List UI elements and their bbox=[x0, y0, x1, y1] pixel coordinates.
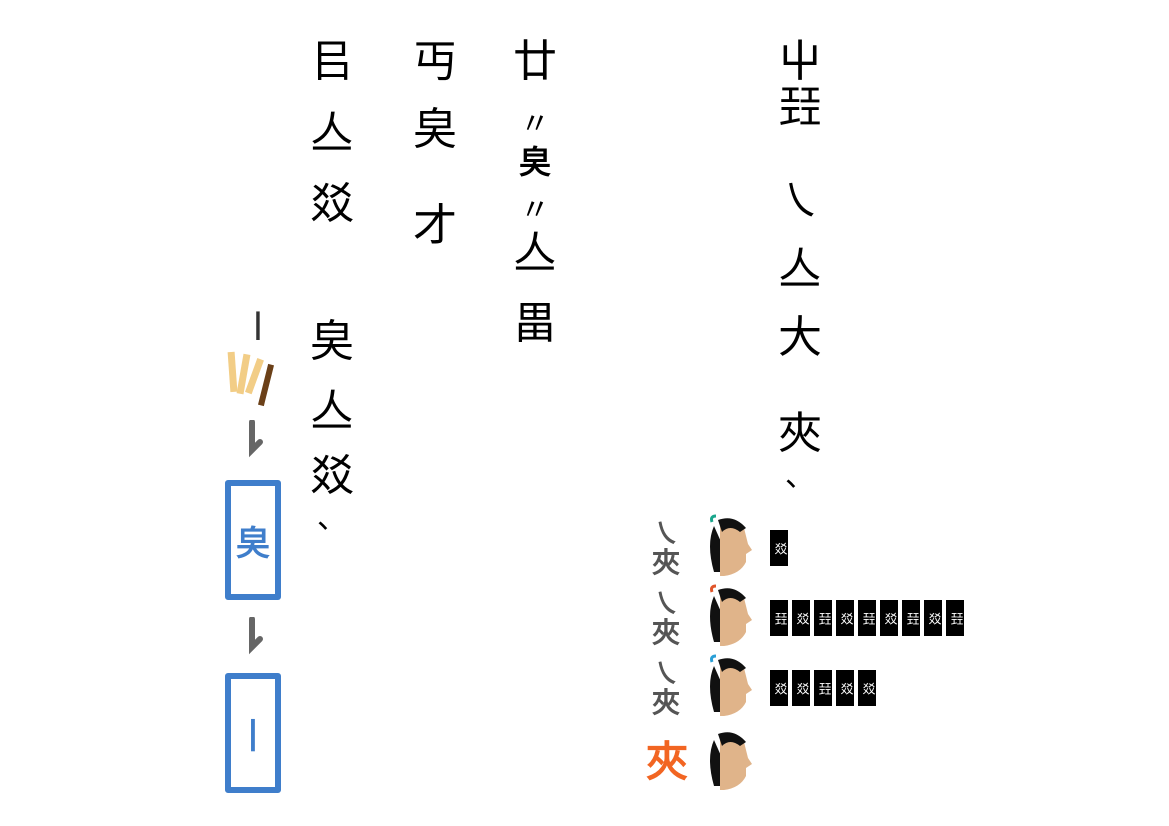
person-head-icon bbox=[700, 654, 756, 722]
glyph: 㠯 bbox=[310, 36, 354, 87]
tally-mark: 㸚 bbox=[858, 670, 876, 706]
glyph: 亼 bbox=[310, 386, 354, 437]
speaker-glyph: 夾 bbox=[651, 686, 680, 719]
text-column-1: 屮 㠭 ㇏ 亼 大 夾 、 bbox=[775, 40, 825, 492]
glyph: 、 bbox=[785, 459, 815, 494]
tally-mark: 㸚 bbox=[792, 670, 810, 706]
text-column-2: 廿 〃 㚖 〃 亼 畕 bbox=[510, 40, 560, 362]
speaker-glyph: ㇏ bbox=[651, 656, 680, 690]
glyph: 亼 bbox=[513, 228, 557, 279]
text-column-4: 㠯 亼 㸚 㚖 亼 㸚 、 bbox=[307, 40, 357, 534]
tally-group: 㸚 bbox=[770, 530, 788, 566]
glyph: 亼 bbox=[310, 108, 354, 159]
speaker-glyph: ㇏ bbox=[651, 516, 680, 550]
flow-box-1: 㚖 bbox=[225, 480, 281, 600]
tally-mark: 㸚 bbox=[792, 600, 810, 636]
dialogue-row-2: ㇏ 夾 㠭 㸚 㠭 㸚 㠭 㸚 㠭 㸚 㠭 bbox=[648, 584, 964, 652]
glyph: 〃 bbox=[520, 193, 550, 228]
glyph: 大 bbox=[778, 312, 822, 363]
speaker-label: ㇏ 夾 bbox=[648, 656, 684, 719]
speaker-label: ㇏ 夾 bbox=[648, 586, 684, 649]
glyph: 畕 bbox=[513, 298, 557, 349]
speaker-glyph: 夾 bbox=[645, 736, 688, 786]
dialogue-row-1: ㇏ 夾 㸚 bbox=[648, 514, 788, 582]
flow-box-2-glyph: 丨 bbox=[236, 716, 270, 757]
glyph: 、 bbox=[317, 501, 347, 536]
glyph: 㸚 bbox=[310, 450, 354, 501]
flow-box-1-glyph: 㚖 bbox=[236, 523, 270, 564]
glyph: 廿 bbox=[513, 36, 557, 87]
glyph: ㇏ bbox=[778, 176, 822, 227]
tally-group: 㠭 㸚 㠭 㸚 㠭 㸚 㠭 㸚 㠭 bbox=[770, 600, 964, 636]
wooden-sticks-icon bbox=[225, 350, 281, 414]
speaker-glyph: 夾 bbox=[651, 616, 680, 649]
speaker-glyph: ㇏ bbox=[651, 586, 680, 620]
tally-mark: 㠭 bbox=[814, 670, 832, 706]
person-head-icon bbox=[700, 728, 756, 796]
tally-mark: 㠭 bbox=[902, 600, 920, 636]
speaker-label: 夾 bbox=[644, 736, 690, 786]
person-head-icon bbox=[700, 584, 756, 652]
tally-mark: 㸚 bbox=[836, 670, 854, 706]
tally-mark: 㠭 bbox=[946, 600, 964, 636]
flow-top-stroke: 丨 bbox=[243, 310, 273, 345]
tally-mark: 㸚 bbox=[924, 600, 942, 636]
tally-mark: 㠭 bbox=[814, 600, 832, 636]
tally-mark: 㸚 bbox=[770, 670, 788, 706]
tally-mark: 㸚 bbox=[770, 530, 788, 566]
glyph: 㚖 bbox=[310, 316, 354, 367]
glyph: 〃 bbox=[520, 107, 550, 142]
arrow-down-icon bbox=[246, 419, 266, 467]
tally-mark: 㸚 bbox=[880, 600, 898, 636]
dialogue-row-3: ㇏ 夾 㸚 㸚 㠭 㸚 㸚 bbox=[648, 654, 876, 722]
text-column-3: 丏 㚖 才 bbox=[410, 40, 460, 264]
glyph: 㚖 bbox=[518, 143, 551, 181]
glyph: 㠭 bbox=[778, 82, 822, 133]
glyph: 屮 bbox=[778, 36, 822, 87]
dialogue-row-4: 夾 bbox=[644, 728, 756, 796]
flow-box-2: 丨 bbox=[225, 673, 281, 793]
tally-group: 㸚 㸚 㠭 㸚 㸚 bbox=[770, 670, 876, 706]
tally-mark: 㠭 bbox=[858, 600, 876, 636]
speaker-glyph: 夾 bbox=[651, 546, 680, 579]
glyph: 亼 bbox=[778, 244, 822, 295]
arrow-down-icon bbox=[246, 616, 266, 664]
glyph: 丏 bbox=[413, 36, 457, 87]
glyph: 㚖 bbox=[413, 104, 457, 155]
speaker-label: ㇏ 夾 bbox=[648, 516, 684, 579]
glyph: 夾 bbox=[778, 408, 822, 459]
tally-mark: 㸚 bbox=[836, 600, 854, 636]
tally-mark: 㠭 bbox=[770, 600, 788, 636]
person-head-icon bbox=[700, 514, 756, 582]
glyph: 㸚 bbox=[310, 178, 354, 229]
glyph: 才 bbox=[413, 200, 457, 251]
